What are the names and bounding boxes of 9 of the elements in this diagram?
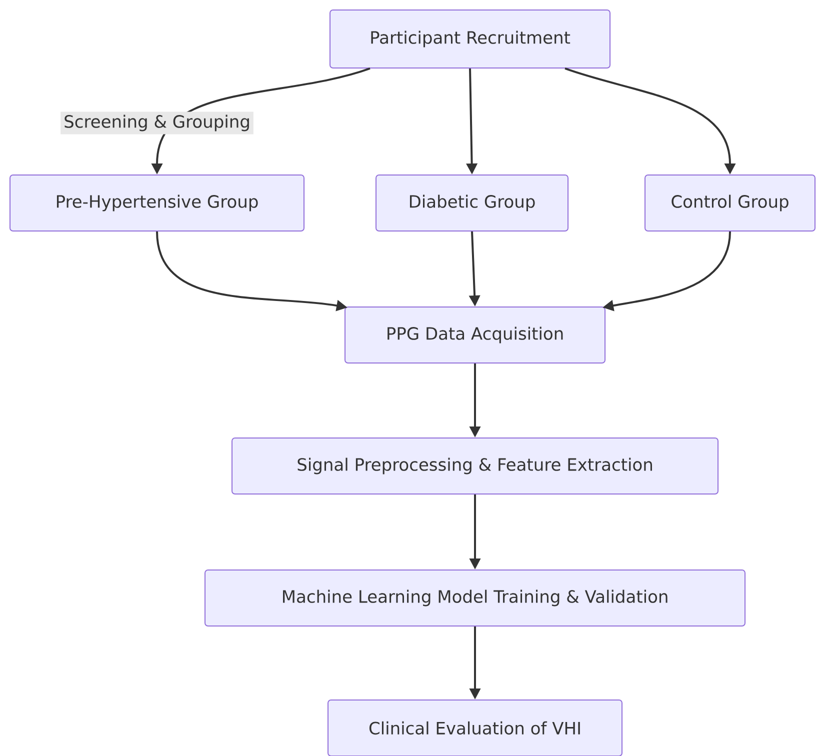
process-box: Pre-Hypertensive Group [10, 174, 304, 232]
process-box: Control Group [644, 174, 816, 232]
process-box: Signal Preprocessing & Feature Extraction [232, 438, 718, 494]
process-box: Machine Learning Model Training & Validation [204, 570, 746, 626]
process-box: PPG Data Acquisition [344, 306, 606, 364]
process-box: Diabetic Group [376, 174, 568, 232]
process-box: Participant Recruitment [330, 10, 610, 68]
process-box: Clinical Evaluation of VHI [328, 700, 622, 756]
edge-label: Screening & Grouping [60, 112, 254, 134]
